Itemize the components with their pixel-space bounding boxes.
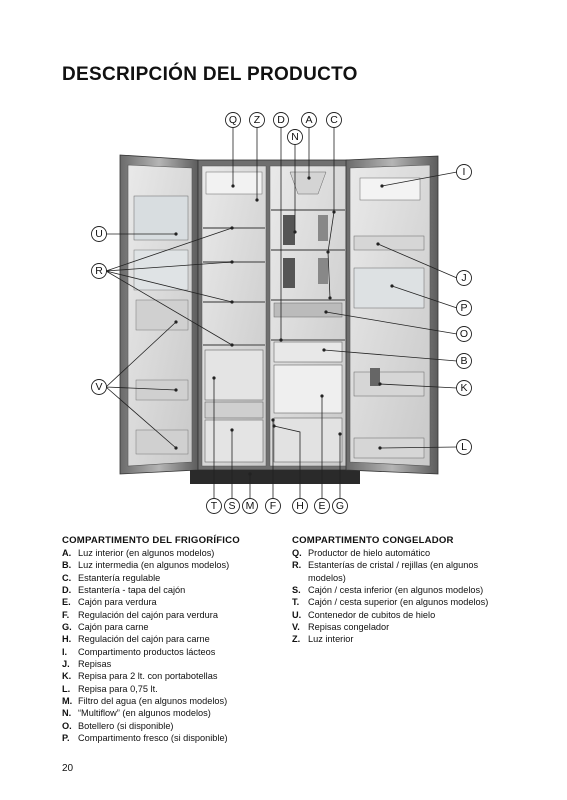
svg-text:O: O bbox=[460, 328, 468, 340]
callout-u: U bbox=[91, 226, 107, 242]
refrigerator-diagram: Q Z D A C N I J P O B K L U R V T S M F … bbox=[91, 112, 472, 514]
callout-b: B bbox=[456, 353, 472, 369]
callout-g: G bbox=[332, 498, 348, 514]
freezer-legend: COMPARTIMENTO CONGELADOR Q.Productor de … bbox=[292, 534, 504, 646]
list-item: F.Regulación del cajón para verdura bbox=[62, 609, 218, 620]
list-item: P.Compartimento fresco (si disponible) bbox=[62, 733, 228, 744]
callout-e: E bbox=[314, 498, 330, 514]
list-item: K.Repisa para 2 lt. con portabotellas bbox=[62, 671, 218, 682]
svg-text:G: G bbox=[336, 500, 344, 512]
svg-text:Q: Q bbox=[229, 114, 237, 126]
callout-c: C bbox=[326, 112, 342, 128]
leader-lines bbox=[105, 128, 458, 498]
svg-text:F: F bbox=[270, 500, 276, 512]
svg-text:N: N bbox=[291, 131, 299, 143]
callout-t: T bbox=[206, 498, 222, 514]
list-item: R.Estanterías de cristal / rejillas (en … bbox=[292, 560, 479, 583]
svg-text:H: H bbox=[296, 500, 304, 512]
list-item: C.Estantería regulable bbox=[62, 572, 161, 583]
callout-i: I bbox=[456, 164, 472, 180]
svg-text:U: U bbox=[95, 228, 103, 240]
list-item: O.Botellero (si disponible) bbox=[62, 720, 174, 731]
list-item: B.Luz intermedia (en algunos modelos) bbox=[62, 560, 230, 571]
list-item: M.Filtro del agua (en algunos modelos) bbox=[62, 696, 228, 707]
list-item: S.Cajón / cesta inferior (en algunos mod… bbox=[292, 585, 484, 596]
fridge-door bbox=[345, 155, 439, 475]
svg-text:L: L bbox=[461, 441, 467, 453]
list-item: G.Cajón para carne bbox=[62, 622, 149, 633]
svg-text:S: S bbox=[228, 500, 235, 512]
callout-labels: Q Z D A C N I J P O B K L U R V T S M F … bbox=[91, 112, 472, 514]
freezer-door bbox=[119, 154, 199, 475]
svg-text:K: K bbox=[460, 382, 467, 394]
callout-o: O bbox=[456, 326, 472, 342]
callout-s: S bbox=[224, 498, 240, 514]
svg-text:T: T bbox=[211, 500, 218, 512]
fridge-list: A.Luz interior (en algunos modelos) B.Lu… bbox=[62, 547, 272, 745]
callout-n: N bbox=[287, 129, 303, 145]
list-item: N.“Multiflow” (en algunos modelos) bbox=[62, 708, 211, 719]
cabinet bbox=[190, 159, 360, 484]
list-item: U.Contenedor de cubitos de hielo bbox=[292, 609, 436, 620]
svg-text:R: R bbox=[95, 265, 103, 277]
callout-r: R bbox=[91, 263, 107, 279]
svg-text:I: I bbox=[463, 166, 466, 178]
list-item: D.Estantería - tapa del cajón bbox=[62, 585, 186, 596]
list-item: Q.Productor de hielo automático bbox=[292, 548, 431, 558]
list-item: I.Compartimento productos lácteos bbox=[62, 646, 216, 657]
page-title: DESCRIPCIÓN DEL PRODUCTO bbox=[62, 64, 358, 85]
svg-text:E: E bbox=[318, 500, 325, 512]
callout-v: V bbox=[91, 379, 107, 395]
svg-text:B: B bbox=[460, 355, 467, 367]
fridge-legend: COMPARTIMENTO DEL FRIGORÍFICO A.Luz inte… bbox=[62, 534, 272, 745]
svg-text:V: V bbox=[95, 381, 102, 393]
svg-text:J: J bbox=[461, 272, 466, 284]
svg-text:D: D bbox=[277, 114, 285, 126]
callout-j: J bbox=[456, 270, 472, 286]
callout-q: Q bbox=[225, 112, 241, 128]
callout-p: P bbox=[456, 300, 472, 316]
svg-text:A: A bbox=[305, 114, 312, 126]
list-item: L.Repisa para 0,75 lt. bbox=[62, 683, 158, 694]
svg-text:P: P bbox=[460, 302, 467, 314]
callout-m: M bbox=[242, 498, 258, 514]
list-item: J.Repisas bbox=[62, 659, 112, 670]
callout-h: H bbox=[292, 498, 308, 514]
freezer-heading: COMPARTIMENTO CONGELADOR bbox=[292, 535, 454, 546]
callout-k: K bbox=[456, 380, 472, 396]
svg-text:C: C bbox=[330, 114, 338, 126]
fridge-heading: COMPARTIMENTO DEL FRIGORÍFICO bbox=[62, 535, 240, 546]
list-item: Z.Luz interior bbox=[292, 634, 354, 645]
svg-text:M: M bbox=[246, 500, 255, 512]
page-number: 20 bbox=[62, 763, 74, 774]
callout-f: F bbox=[265, 498, 281, 514]
freezer-list: Q.Productor de hielo automático R.Estant… bbox=[292, 547, 504, 646]
list-item: E.Cajón para verdura bbox=[62, 597, 157, 608]
callout-a: A bbox=[301, 112, 317, 128]
list-item: H.Regulación del cajón para carne bbox=[62, 634, 210, 645]
list-item: T.Cajón / cesta superior (en algunos mod… bbox=[292, 597, 489, 608]
list-item: V.Repisas congelador bbox=[292, 622, 390, 633]
callout-d: D bbox=[273, 112, 289, 128]
callout-z: Z bbox=[249, 112, 265, 128]
list-item: A.Luz interior (en algunos modelos) bbox=[62, 548, 215, 558]
callout-l: L bbox=[456, 439, 472, 455]
svg-text:Z: Z bbox=[254, 114, 261, 126]
